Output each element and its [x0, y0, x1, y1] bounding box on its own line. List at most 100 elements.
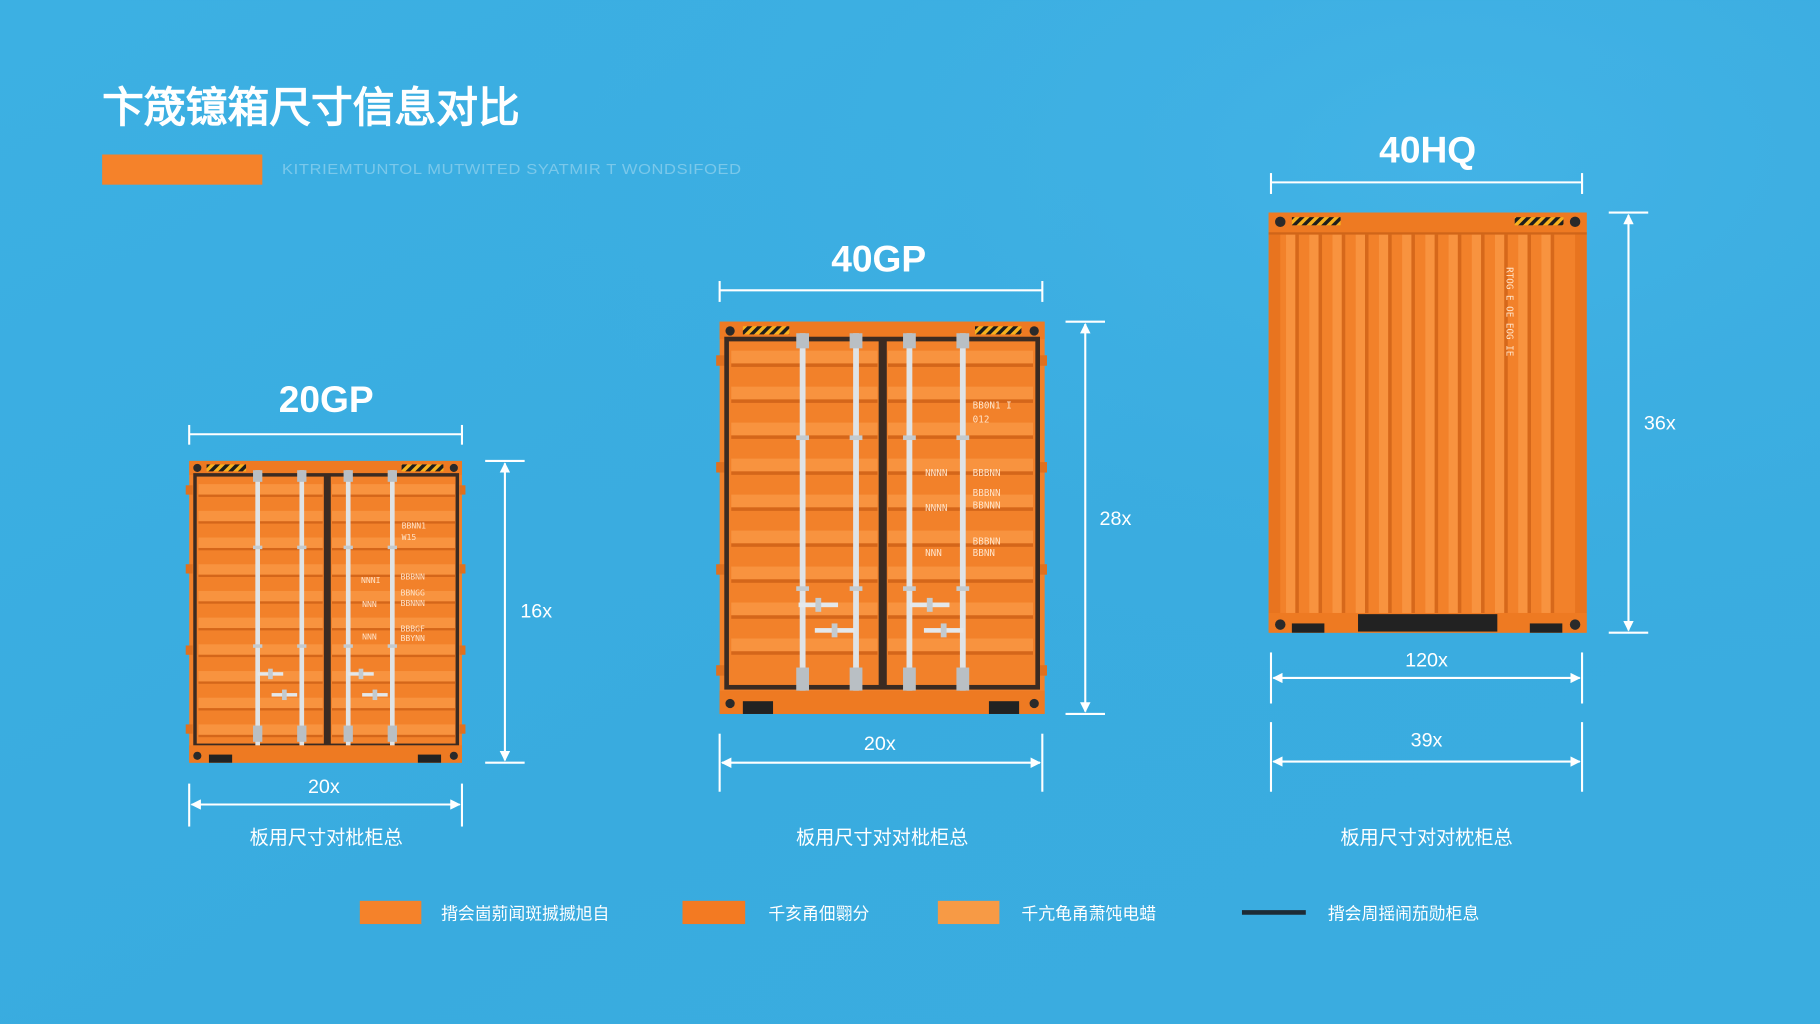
door-hinge [185, 724, 193, 734]
door-rib [198, 564, 323, 575]
locking-bar [799, 333, 806, 703]
width-dimension-label: 120x [1405, 649, 1448, 671]
corner-casting [1029, 326, 1039, 336]
container-label: 20GP [279, 378, 374, 420]
forklift-block [1529, 623, 1563, 633]
bottom-dimension-line-2 [1269, 722, 1584, 792]
bottom-rail [719, 690, 1045, 714]
forklift-block [742, 701, 774, 714]
width-dimension-label: 20x [864, 733, 896, 755]
door-marking: NNNN [925, 468, 947, 479]
locking-bar [906, 333, 913, 703]
corner-casting [1275, 216, 1286, 228]
corner-post [1268, 232, 1281, 613]
door-rib [198, 537, 323, 548]
door-hinge [1040, 462, 1047, 473]
door-hinge [185, 645, 193, 655]
side-rib [1378, 234, 1389, 613]
door-hinge [185, 485, 193, 495]
door-rib-shadow [198, 628, 323, 631]
legend-label: 揹会周摇闹茄勋柜息 [1328, 904, 1479, 923]
bar-bracket [956, 667, 970, 691]
bar-guide [253, 644, 263, 648]
height-dimension-label: 28x [1100, 508, 1132, 530]
bar-bracket [387, 470, 397, 482]
bar-guide [849, 435, 863, 441]
door-rib-shadow [198, 654, 323, 658]
door-rib [198, 510, 323, 522]
corner-post [1575, 232, 1587, 613]
side-rib-shadow [1550, 234, 1555, 613]
bar-guide [387, 545, 397, 550]
bar-bracket [903, 333, 916, 349]
bar-guide [297, 644, 307, 648]
container-40gp: BB0N1 I 012 NNNN BBBNN BBBNN NNNN BBNNN … [716, 321, 1047, 714]
container-caption: 板用尺寸对枇柜总 [250, 827, 403, 849]
door-hinge [1040, 564, 1047, 575]
door-rib [198, 671, 323, 682]
door-marking: BBNN1 [402, 520, 427, 530]
door-hinge [459, 645, 466, 655]
bar-guide [903, 586, 916, 591]
handle-knob [372, 689, 378, 701]
door-marking: NNNI [361, 575, 381, 585]
corner-casting [1569, 619, 1581, 630]
bar-guide [297, 545, 307, 550]
door-marking: BBYNN [400, 633, 425, 643]
side-rib [1495, 234, 1505, 613]
height-dimension-label: 36x [1644, 413, 1676, 435]
locking-bars [253, 470, 397, 752]
legend-swatch [359, 900, 422, 925]
bar-bracket [849, 667, 863, 691]
gooseneck-tunnel [1358, 614, 1498, 632]
corner-casting [1029, 698, 1039, 709]
corner-casting [193, 751, 202, 760]
door-hinge [716, 665, 725, 676]
corner-casting [725, 698, 735, 709]
bar-guide [343, 644, 353, 648]
locking-bar [299, 470, 305, 752]
container-label: 40HQ [1379, 129, 1476, 171]
handle-knob [831, 623, 838, 638]
bar-bracket [796, 333, 810, 349]
top-dimension-line [188, 424, 464, 445]
side-rib-shadow [1434, 234, 1439, 613]
forklift-block [417, 754, 442, 763]
door-rib-shadow [198, 494, 323, 497]
door-rib [198, 484, 323, 495]
corner-casting [1275, 619, 1286, 630]
handle-knob [358, 668, 364, 680]
side-rib-shadow [1481, 234, 1485, 613]
side-ribs [1286, 234, 1555, 613]
door-hinge [716, 355, 725, 366]
side-marking: RTOG E OE EOG IE [1504, 267, 1515, 356]
bar-guide [796, 435, 810, 441]
side-rib [1355, 234, 1365, 613]
side-rib [1448, 234, 1458, 613]
door-divider [323, 474, 331, 746]
locking-bar [255, 470, 260, 752]
handle-knob [815, 597, 822, 612]
bar-bracket [253, 470, 263, 482]
side-rib [1471, 234, 1482, 613]
door-rib-shadow [198, 681, 323, 684]
door-hinge [459, 724, 466, 734]
side-rib-shadow [1341, 234, 1346, 613]
door-rib [198, 590, 323, 602]
side-rib-shadow [1318, 234, 1323, 613]
container-caption: 板用尺寸对对枕柜总 [1340, 827, 1512, 849]
legend: 揹会崮莂闻斑揻揻旭自 千亥甬佃翾分 千亢龟甬萧饨电蜡 揹会周摇闹茄勋柜息 [359, 900, 1479, 925]
title-accent-bar [102, 154, 263, 185]
side-rib-shadow [1527, 234, 1531, 613]
corner-casting [725, 326, 735, 336]
bar-bracket [343, 470, 353, 482]
container-label: 40GP [831, 238, 926, 280]
door-rib [198, 697, 323, 709]
bar-bracket [387, 725, 397, 742]
page-title: 卞筬镱箱尺寸信息对比 [102, 84, 520, 131]
door-rib-shadow [198, 521, 323, 524]
width-dimension-label: 39x [1411, 729, 1443, 751]
door-marking: NNN [925, 548, 942, 559]
top-dimension-line [718, 281, 1044, 302]
